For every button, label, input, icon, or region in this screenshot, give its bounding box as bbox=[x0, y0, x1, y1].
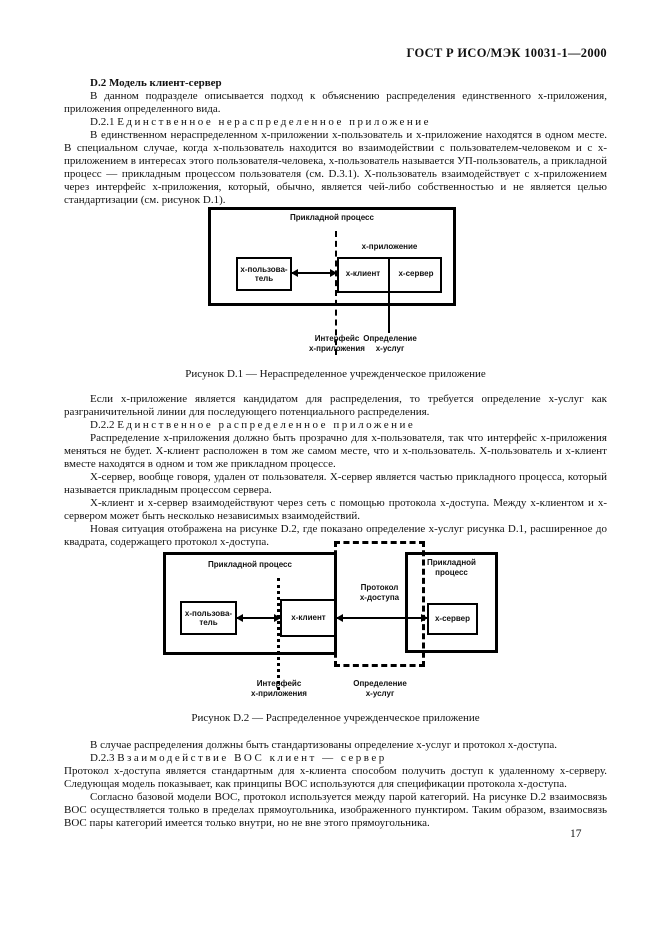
fig2-user-label-line1: x-пользова- bbox=[184, 608, 233, 618]
fig2-client-server-arrow bbox=[336, 614, 428, 622]
fig2-interface-caption: Интерфейс x-приложения bbox=[229, 679, 329, 698]
paragraph-after-d1: Если x-приложение является кандидатом дл… bbox=[64, 393, 607, 418]
fig2-user-box: x-пользова- тель bbox=[180, 601, 237, 635]
subheading-d21-title: Единственное нераспределенное приложение bbox=[117, 116, 432, 128]
fig2-server-box: x-сервер bbox=[427, 603, 478, 635]
subheading-d21-number: D.2.1 bbox=[90, 116, 115, 128]
fig1-services-caption: Определение x-услуг bbox=[340, 334, 440, 353]
subheading-d23-title: Взаимодействие ВОС клиент — сервер bbox=[117, 752, 387, 764]
paragraph-d22-2: X-сервер, вообще говоря, удален от польз… bbox=[64, 471, 607, 496]
fig1-applied-process-label: Прикладной процесс bbox=[290, 213, 374, 222]
subheading-d22-title: Единственное распределенное приложение bbox=[117, 419, 416, 431]
fig2-interface-caption-line1: Интерфейс bbox=[256, 679, 302, 688]
fig1-server-label: x-сервер bbox=[398, 269, 434, 278]
fig1-applied-process-box bbox=[208, 207, 456, 306]
figure-d2-caption: Рисунок D.2 — Распределенное учрежденчес… bbox=[191, 712, 480, 724]
fig2-user-label-line2: тель bbox=[199, 618, 218, 627]
fig2-services-caption-line2: x-услуг bbox=[365, 688, 395, 698]
figure-d1-diagram: Прикладной процесс x-приложение x-пользо… bbox=[64, 207, 607, 357]
subheading-d22-number: D.2.2 bbox=[90, 419, 115, 431]
paragraph-d22-1: Распределение x-приложения должно быть п… bbox=[64, 432, 607, 470]
fig2-client-label: x-клиент bbox=[291, 613, 326, 623]
fig1-application-label: x-приложение bbox=[361, 242, 418, 251]
section-heading-d2: D.2 Модель клиент-сервер bbox=[90, 77, 222, 89]
fig2-user-client-arrow bbox=[236, 614, 281, 622]
fig1-user-client-arrow bbox=[291, 269, 337, 277]
fig2-right-process-label-line2: процесс bbox=[435, 567, 468, 577]
fig2-protocol-label: Протокол x-доступа bbox=[334, 583, 425, 602]
page-number: 17 bbox=[570, 828, 582, 840]
paragraph-d22-4: Новая ситуация отображена на рисунке D.2… bbox=[64, 523, 607, 548]
paragraph-d23-1: Протокол x-доступа является стандартным … bbox=[64, 765, 607, 790]
paragraph-after-d2: В случае распределения должны быть станд… bbox=[90, 739, 558, 751]
fig1-user-label-line2: тель bbox=[254, 274, 274, 283]
fig2-protocol-label-line1: Протокол bbox=[360, 583, 399, 592]
subheading-d22: D.2.2 Единственное распределенное прилож… bbox=[64, 419, 607, 432]
fig1-interface-caption: Интерфейс x-приложения bbox=[287, 334, 387, 353]
subheading-d21: D.2.1 Единственное нераспределенное прил… bbox=[64, 116, 607, 129]
figure-d1-caption: Рисунок D.1 — Нераспределенное учрежденч… bbox=[185, 368, 486, 380]
fig1-services-line bbox=[388, 257, 390, 333]
fig1-interface-caption-line2: x-приложения bbox=[309, 343, 365, 353]
fig2-client-box: x-клиент bbox=[280, 599, 337, 637]
fig2-right-process-label-line1: Прикладной bbox=[427, 558, 476, 567]
document-code-header: ГОСТ Р ИСО/МЭК 10031-1—2000 bbox=[406, 46, 607, 60]
fig2-services-caption-line1: Определение bbox=[353, 679, 407, 688]
fig1-services-caption-line1: Определение bbox=[363, 334, 417, 343]
fig1-services-caption-line2: x-услуг bbox=[375, 343, 405, 353]
subheading-d23-number: D.2.3 bbox=[90, 752, 115, 764]
paragraph-d22-3: X-клиент и x-сервер взаимодействуют чере… bbox=[64, 497, 607, 522]
fig2-interface-caption-line2: x-приложения bbox=[251, 688, 307, 698]
fig1-user-box: x-пользова- тель bbox=[236, 257, 292, 291]
fig1-interface-caption-line1: Интерфейс bbox=[314, 334, 360, 343]
figure-d2-diagram: Прикладной процесс Прикладной процесс Пр… bbox=[64, 541, 607, 701]
fig1-interface-dashed-line bbox=[335, 231, 337, 355]
fig2-interface-dotted-line bbox=[277, 578, 280, 690]
paragraph-d21: В единственном нераспределенном x-прилож… bbox=[64, 129, 607, 206]
fig2-services-caption: Определение x-услуг bbox=[330, 679, 430, 698]
fig2-server-label: x-сервер bbox=[434, 614, 471, 624]
fig2-protocol-label-line2: x-доступа bbox=[359, 592, 400, 602]
subheading-d23: D.2.3 Взаимодействие ВОС клиент — сервер bbox=[64, 752, 607, 765]
fig1-user-label-line1: x-пользова- bbox=[240, 264, 288, 274]
paragraph-d23-2: Согласно базовой модели ВОС, протокол ис… bbox=[64, 791, 607, 829]
fig2-left-process-label: Прикладной процесс bbox=[208, 560, 292, 569]
fig2-right-process-box bbox=[405, 552, 498, 653]
fig1-client-label: x-клиент bbox=[345, 269, 381, 278]
fig2-right-process-label: Прикладной процесс bbox=[405, 558, 498, 577]
intro-paragraph: В данном подразделе описывается подход к… bbox=[64, 90, 607, 115]
